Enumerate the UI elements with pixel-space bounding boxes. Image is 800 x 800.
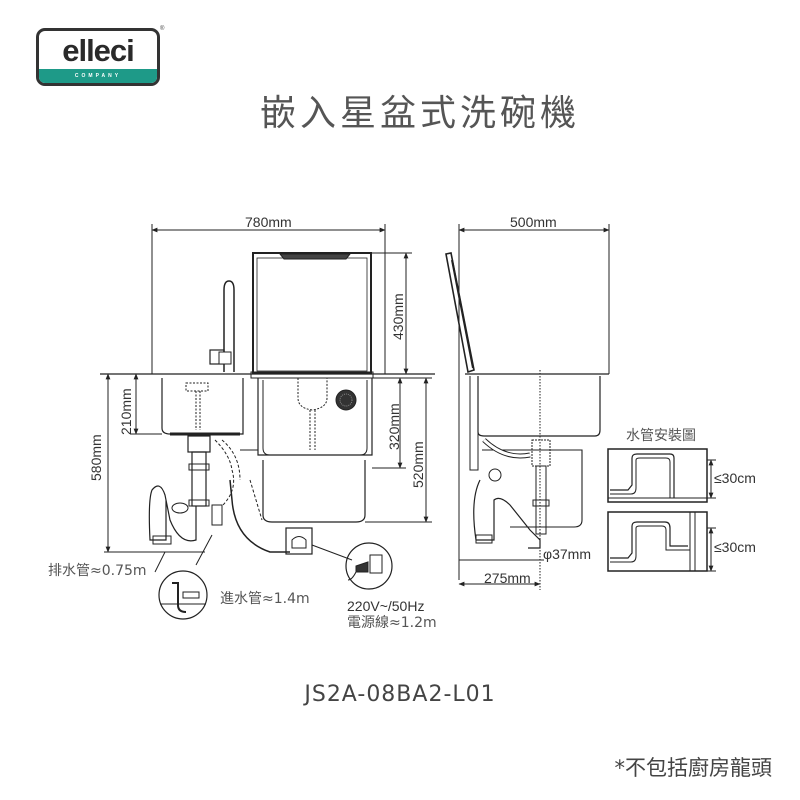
registered-mark: ® [160, 26, 165, 32]
pipe-limit-2-label: ≤30cm [714, 539, 756, 555]
logo-wordmark: elleci [62, 33, 135, 68]
front-view-drawing [100, 224, 435, 620]
drain-hose-label: 排水管≈0.75m [48, 563, 147, 579]
brand-logo: elleci COMPANY [36, 28, 160, 86]
cabinet-height-dimension-label: 580mm [88, 434, 104, 481]
logo-company-band: COMPANY [39, 69, 157, 83]
footnote: *不包括廚房龍頭 [614, 756, 773, 780]
basin-depth-dimension-label: 320mm [386, 403, 402, 450]
offset-dimension-label: 275mm [484, 570, 531, 586]
unit-height-dimension-label: 430mm [390, 293, 406, 340]
power-spec-label: 220V~/50Hz [347, 598, 425, 614]
width-dimension-label: 780mm [245, 214, 292, 230]
side-view-drawing [445, 224, 610, 590]
pipe-install-diagram [607, 448, 716, 572]
depth-dimension-label: 500mm [510, 214, 557, 230]
pipe-limit-1-label: ≤30cm [714, 470, 756, 486]
pipe-install-title: 水管安裝圖 [626, 428, 696, 444]
sink-depth-dimension-label: 210mm [118, 388, 134, 435]
model-number: JS2A-08BA2-L01 [304, 682, 496, 707]
power-cord-label: 電源線≈1.2m [347, 615, 437, 631]
pipe-diameter-label: φ37mm [543, 546, 591, 562]
page-title: 嵌入星盆式洗碗機 [259, 93, 580, 134]
total-height-dimension-label: 520mm [410, 441, 426, 488]
inlet-hose-label: 進水管≈1.4m [220, 591, 310, 607]
